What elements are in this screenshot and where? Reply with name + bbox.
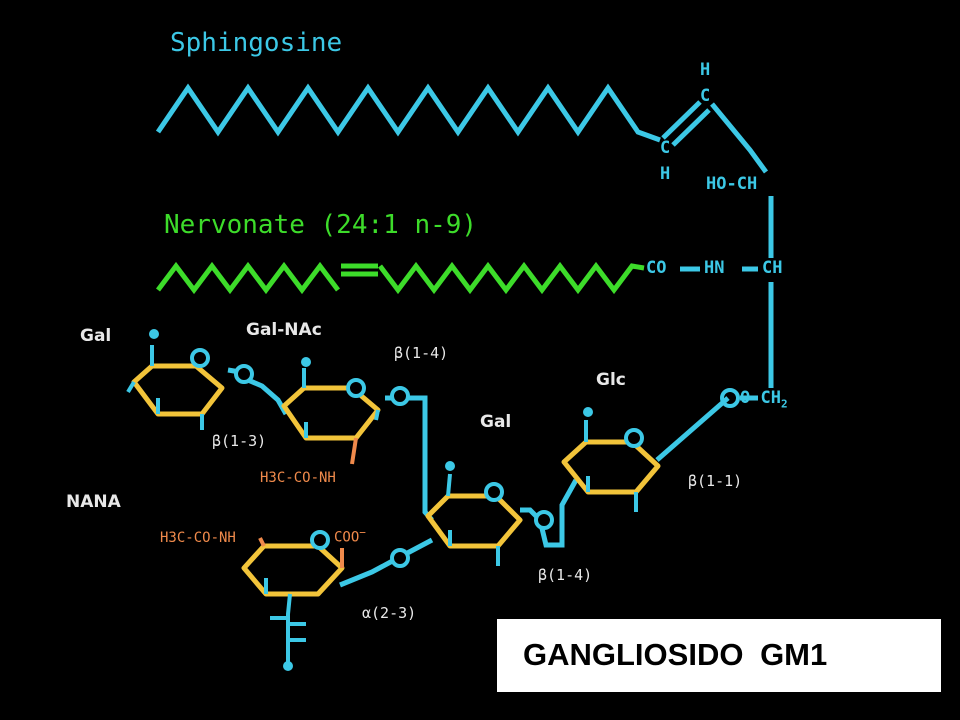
sphingosine-chain [155,83,661,143]
gal-mid-label: Gal [480,412,512,432]
nana-gal-link [339,537,434,588]
gal-top-sub-1-dot [149,329,159,339]
gal-glc-link [520,478,579,548]
nana-carboxylate-label: COO− [334,526,366,546]
molecule-name-box: GANGLIOSIDO GM1 [497,619,941,692]
nana-sub-acetamido [258,537,266,547]
gal-top-ring-oxygen [190,348,210,368]
atom-h-mid: H [660,164,671,184]
atom-o-ch2-text: O-CH [740,388,781,408]
linkage-beta-1-1: β(1-1) [688,472,743,490]
galnac-ring-oxygen [346,378,366,398]
molecule-name: GANGLIOSIDO GM1 [523,637,828,672]
nana-ring-oxygen [310,530,330,550]
nana-glycerol-dot [283,661,293,671]
gal-mid-ring [425,493,523,549]
sphingosine-link-ho [710,102,769,174]
nana-ring [241,543,345,597]
galnac-sub-3 [350,437,358,465]
atom-ch2-subscript: 2 [780,397,788,411]
nana-gal-oxygen [390,548,410,568]
linkage-beta-1-4-top: β(1-4) [394,344,449,362]
gal-top-label: Gal [80,326,112,346]
glc-label: Glc [596,370,626,390]
glc-ceramide-oxygen [720,388,740,408]
atom-c-mid: C [660,138,671,158]
nana-glycerol-chain [286,593,292,664]
galnac-sub-1-dot [301,357,311,367]
linkage-beta-1-4-bottom: β(1-4) [538,566,593,584]
atom-h-top: H [700,60,711,80]
gal-galnac-oxygen [234,364,254,384]
nervonate-label: Nervonate (24:1 n-9) [164,210,478,240]
galnac-acetamido-label: H3C-CO-NH [260,470,336,486]
galnac-gal-link [385,395,434,522]
linkage-alpha-2-3: α(2-3) [362,604,417,622]
galnac-sub-4 [374,409,380,421]
atom-ch-amide: CH [762,258,783,278]
nana-label: NANA [66,492,121,512]
atom-c-top: C [700,86,711,106]
atom-ho-ch: HO-CH [706,174,758,194]
gal-top-ring [131,363,225,417]
gal-glc-oxygen [534,510,554,530]
atom-o-ch2: O-CH2 [740,388,788,410]
sphingosine-double-bond-b [671,108,711,147]
glc-ceramide-link [655,396,730,462]
nana-acetamido-label: H3C-CO-NH [160,530,236,546]
gal-mid-sub-1 [446,473,452,497]
nervonate-chain [156,261,340,295]
glc-ring-oxygen [624,428,644,448]
galnac-gal-oxygen [390,386,410,406]
galnac-label: Gal-NAc [246,320,322,340]
nervonate-chain-2 [378,261,645,295]
sphingosine-label: Sphingosine [170,28,343,58]
nana-carboxylate-charge: − [359,526,366,539]
glc-sub-1-dot [583,407,593,417]
gal-top-sub-2 [126,380,136,394]
linkage-beta-1-3: β(1-3) [212,432,267,450]
gal-mid-ring-oxygen [484,482,504,502]
gal-mid-sub-1-dot [445,461,455,471]
nana-carboxylate-text: COO [334,529,360,546]
sphingosine-double-bond-a [661,100,702,140]
glc-ring [561,439,661,495]
atom-hn: HN [704,258,725,278]
atom-co: CO [646,258,667,278]
galnac-ring [281,385,381,441]
